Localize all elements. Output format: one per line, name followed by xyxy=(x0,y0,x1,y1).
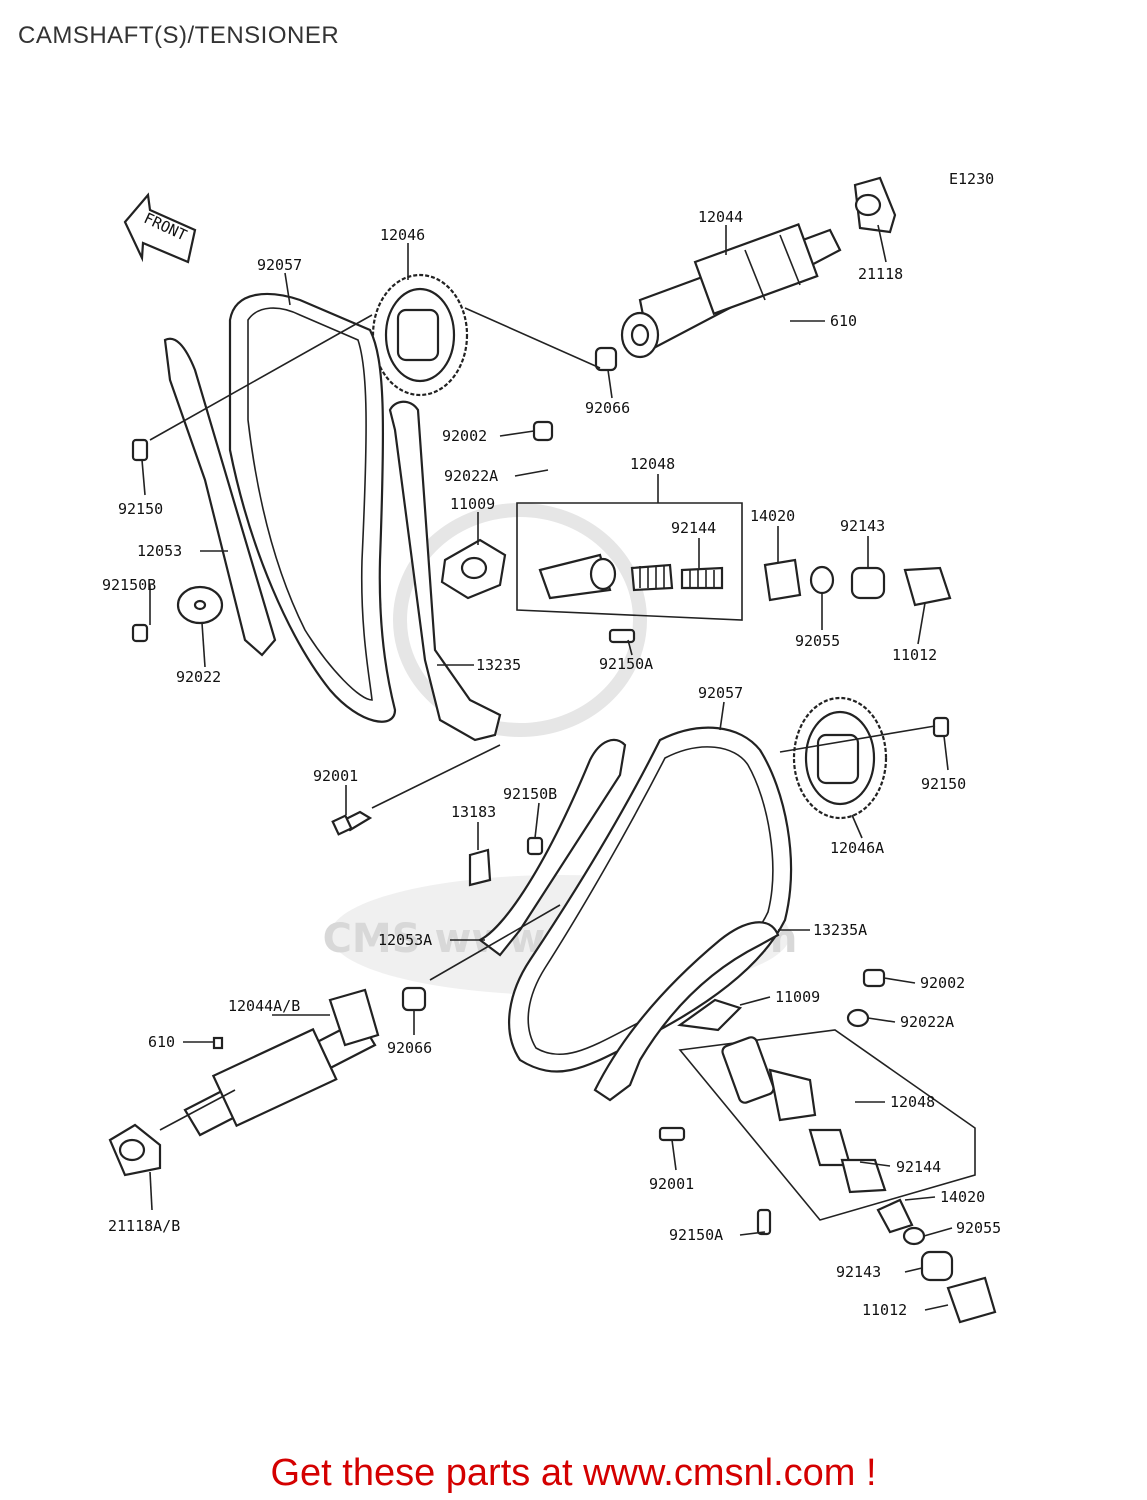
cap-bolt-92002-upper xyxy=(532,420,554,442)
diagram-code: E1230 xyxy=(949,170,994,188)
callout-92150B-upper: 92150B xyxy=(102,576,156,594)
bolt-92150-lower xyxy=(932,716,950,738)
callout-labels: E1230 12046 92057 12044 21118 610 92066 … xyxy=(102,170,1001,1319)
cam-chain-upper xyxy=(228,292,397,723)
cmsnl-footer-link[interactable]: Get these parts at www.cmsnl.com ! xyxy=(270,1452,877,1494)
callout-21118: 21118 xyxy=(858,265,903,283)
nut-14020-lower xyxy=(876,1198,914,1234)
callout-11012-upper: 11012 xyxy=(892,646,937,664)
callout-13235A: 13235A xyxy=(813,921,867,939)
callout-11009-lower: 11009 xyxy=(775,988,820,1006)
callout-92150A-upper: 92150A xyxy=(599,655,653,673)
sprocket-upper xyxy=(371,273,469,397)
callout-12044: 12044 xyxy=(698,208,743,226)
bolt-92001-upper xyxy=(331,810,373,836)
cap-11012-lower xyxy=(946,1276,997,1324)
callout-92002-upper: 92002 xyxy=(442,427,487,445)
bracket-13183 xyxy=(468,848,492,887)
bushing-92066-upper xyxy=(594,346,618,372)
front-arrow-icon: FRONT xyxy=(123,192,197,264)
gasket-11009-lower xyxy=(677,998,743,1032)
tensioner-assembly-lower xyxy=(678,1029,976,1221)
sleeve-92143-lower xyxy=(920,1250,954,1282)
oring-92055-lower xyxy=(902,1226,926,1246)
page-title: CAMSHAFT(S)/TENSIONER xyxy=(18,22,340,49)
pin-610-lower xyxy=(212,1036,224,1050)
bolt-92150A-lower xyxy=(756,1208,772,1236)
callout-13235: 13235 xyxy=(476,656,521,674)
chain-guide-lower xyxy=(477,738,627,957)
callout-92066-lower: 92066 xyxy=(387,1039,432,1057)
oring-92055-upper xyxy=(809,565,835,595)
tensioner-guide-upper xyxy=(388,400,502,742)
callout-13183: 13183 xyxy=(451,803,496,821)
leader-lines xyxy=(141,224,953,1311)
callout-92022A-upper: 92022A xyxy=(444,467,498,485)
rotor-upper xyxy=(853,176,897,234)
callout-92055-upper: 92055 xyxy=(795,632,840,650)
callout-14020-upper: 14020 xyxy=(750,507,795,525)
callout-92143-upper: 92143 xyxy=(840,517,885,535)
callout-92143-lower: 92143 xyxy=(836,1263,881,1281)
callout-12044AB: 12044A/B xyxy=(228,997,300,1015)
callout-610-lower: 610 xyxy=(148,1033,175,1051)
callout-92144-lower: 92144 xyxy=(896,1158,941,1176)
callout-92057-lower: 92057 xyxy=(698,684,743,702)
callout-11012-lower: 11012 xyxy=(862,1301,907,1319)
callout-92022: 92022 xyxy=(176,668,221,686)
nut-14020-upper xyxy=(763,558,802,602)
callout-92144-upper: 92144 xyxy=(671,519,716,537)
callout-92150-upper: 92150 xyxy=(118,500,163,518)
callout-92150B-lower: 92150B xyxy=(503,785,557,803)
cap-11012-upper xyxy=(903,566,952,607)
callout-12048-lower: 12048 xyxy=(890,1093,935,1111)
callout-92150A-lower: 92150A xyxy=(669,1226,723,1244)
bolt-92150-upper xyxy=(131,438,149,462)
chain-guide-upper xyxy=(163,337,277,657)
bolt-92150B-upper xyxy=(131,623,149,643)
washer-92022A-lower xyxy=(846,1008,870,1028)
camshaft-upper xyxy=(620,222,842,359)
callout-92022A-lower: 92022A xyxy=(900,1013,954,1031)
callout-92150-lower: 92150 xyxy=(921,775,966,793)
bolt-92001-lower xyxy=(658,1126,686,1142)
callout-92055-lower: 92055 xyxy=(956,1219,1001,1237)
sleeve-92143-upper xyxy=(850,566,886,600)
sprocket-lower xyxy=(792,696,888,820)
tensioner-assembly-upper xyxy=(516,502,743,621)
tensioner-guide-lower xyxy=(593,921,780,1102)
callout-92057-upper: 92057 xyxy=(257,256,302,274)
callout-12053: 12053 xyxy=(137,542,182,560)
bolt-92150A-upper xyxy=(608,628,636,644)
callout-21118AB: 21118A/B xyxy=(108,1217,180,1235)
callout-11009-upper: 11009 xyxy=(450,495,495,513)
callout-610-upper: 610 xyxy=(830,312,857,330)
parts-diagram: CMS www.cmsnl.com FRONT xyxy=(102,170,1001,1324)
callout-14020-lower: 14020 xyxy=(940,1188,985,1206)
callout-12046: 12046 xyxy=(380,226,425,244)
cap-bolt-92002-lower xyxy=(862,968,886,988)
callout-12053A: 12053A xyxy=(378,931,432,949)
callout-92002-lower: 92002 xyxy=(920,974,965,992)
callout-92066-upper: 92066 xyxy=(585,399,630,417)
bolt-92150B-lower xyxy=(526,836,544,856)
callout-92001-lower: 92001 xyxy=(649,1175,694,1193)
callout-92001-upper: 92001 xyxy=(313,767,358,785)
bushing-92066-lower xyxy=(401,986,427,1012)
camshaft-lower xyxy=(183,988,380,1137)
callout-12046A: 12046A xyxy=(830,839,884,857)
callout-12048-upper: 12048 xyxy=(630,455,675,473)
